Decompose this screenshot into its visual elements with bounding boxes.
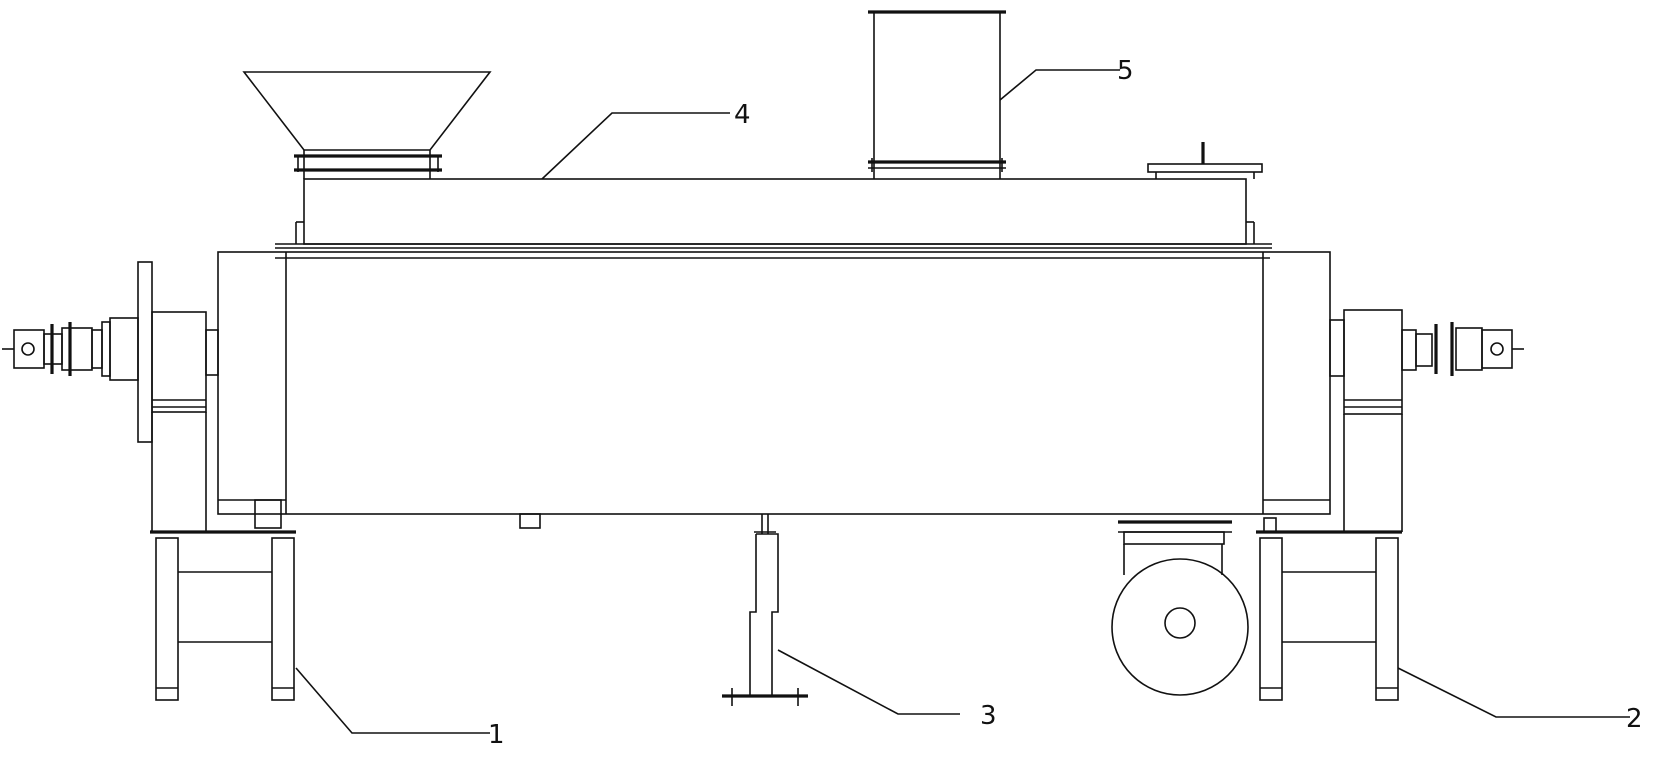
leader-line-5 [999, 69, 1120, 101]
inspection-port [1147, 142, 1263, 179]
left-support-frame [150, 530, 296, 701]
bottom-motor [1111, 520, 1249, 696]
leader-line-2 [1397, 667, 1630, 718]
outlet-pipe [868, 10, 1006, 179]
left-drive-assembly [2, 261, 219, 532]
right-support-frame [1256, 517, 1402, 701]
callout-label-5: 5 [1117, 56, 1134, 86]
callout-label-1: 1 [488, 720, 505, 750]
leader-lines [295, 69, 1630, 734]
main-trough-body [217, 243, 1331, 529]
callout-label-3: 3 [980, 701, 997, 731]
leader-line-3 [777, 649, 960, 715]
feed-hopper [242, 71, 492, 179]
top-cover [295, 178, 1255, 245]
leader-line-4 [541, 112, 730, 180]
callout-label-4: 4 [734, 100, 751, 130]
callout-label-2: 2 [1626, 704, 1643, 734]
middle-support-leg [722, 514, 808, 706]
leader-line-1 [295, 667, 490, 734]
right-drive-assembly [1329, 309, 1524, 532]
